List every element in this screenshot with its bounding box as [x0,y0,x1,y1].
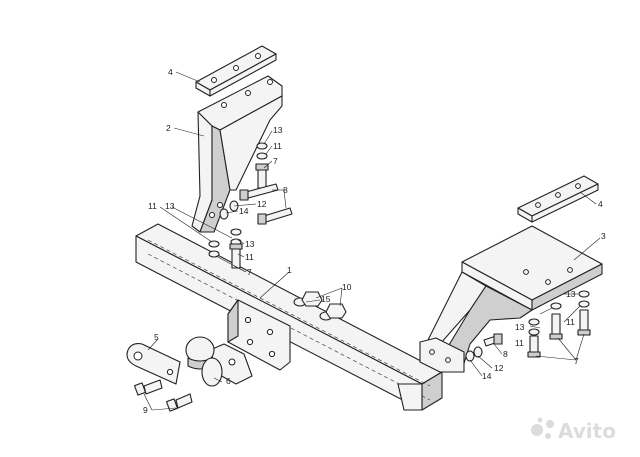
callout-11-left: 11 [148,201,157,211]
fasteners-left-top [219,142,293,225]
callout-13-right: 13 [515,322,525,332]
callout-13-mid: 13 [245,239,255,249]
hitch-mount-plate [227,299,291,371]
callout-6: 6 [226,376,231,386]
callout-labels: 4 2 13 11 7 8 12 14 11 13 13 11 7 1 10 1… [143,67,606,415]
callout-3: 3 [601,231,606,241]
callout-8-left: 8 [283,185,288,195]
callout-12-right: 12 [494,363,504,373]
callout-4-top-left: 4 [168,67,173,77]
callout-2: 2 [166,123,171,133]
avito-logo-icon [531,417,554,439]
leader-lines [143,71,601,411]
callout-7-top: 7 [273,156,278,166]
callout-11-mid: 11 [245,252,254,262]
callout-5: 5 [154,332,159,342]
callout-13-top: 13 [273,125,283,135]
side-bracket-left [191,75,283,233]
main-crossbar [135,223,443,411]
callout-4-right: 4 [598,199,603,209]
callout-11-top: 11 [273,141,282,151]
callout-8-right: 8 [503,349,508,359]
fasteners-left-bottom [208,228,243,269]
tow-ball [185,336,253,387]
watermark-text: Avito [558,419,616,443]
socket-plate [126,343,181,385]
mounting-plate-right [517,175,599,223]
mounting-plate-left [195,45,277,97]
callout-13-right-top: 13 [566,289,576,299]
callout-7-mid: 7 [247,267,252,277]
callout-9: 9 [143,405,148,415]
callout-1: 1 [287,265,292,275]
avito-watermark: Avito [531,417,616,443]
callout-11-right-top: 11 [566,317,575,327]
fasteners-right [465,290,591,362]
callout-10: 10 [342,282,352,292]
nuts-washers-center [293,291,347,321]
callout-11-right: 11 [515,338,524,348]
callout-12-left: 12 [257,199,267,209]
callout-7-right: 7 [574,356,579,366]
callout-13-left: 13 [165,201,175,211]
side-bracket-right [419,225,603,373]
callout-14-right: 14 [482,371,492,381]
callout-15: 15 [321,294,331,304]
callout-14-left: 14 [239,206,249,216]
bolt-set-9 [133,379,193,412]
